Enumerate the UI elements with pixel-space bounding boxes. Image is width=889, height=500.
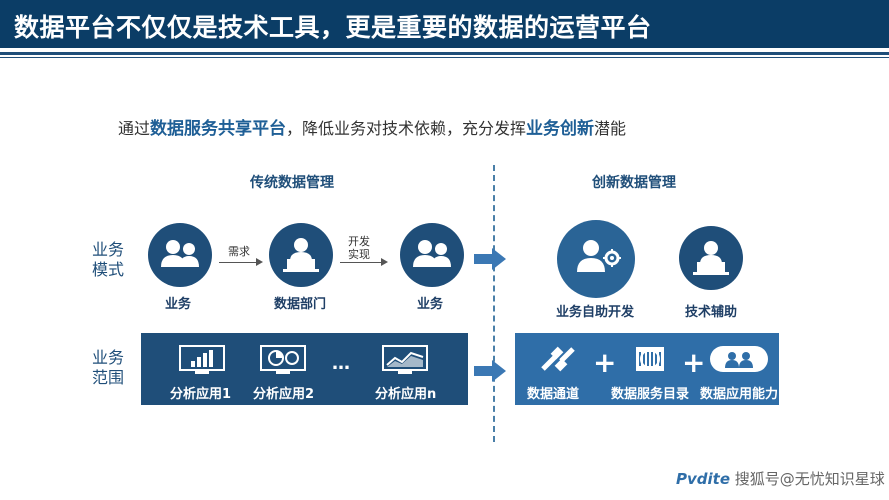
page-title: 数据平台不仅仅是技术工具，更是重要的数据的运营平台 <box>14 13 652 42</box>
arrow-dev-head <box>381 258 388 266</box>
row-label-scope: 业务 范围 <box>92 348 125 387</box>
arrow-label-dev: 开发 实现 <box>348 235 370 261</box>
users-icon <box>148 223 212 287</box>
plus-sign-2: + <box>682 346 706 379</box>
catalog-icon <box>636 347 664 371</box>
watermark-brand: Pvdite <box>676 470 730 488</box>
node-label-business-2: 业务 <box>417 297 444 312</box>
scope-label-app-capability: 数据应用能力 <box>700 387 779 402</box>
cable-icon <box>541 346 575 372</box>
innovative-title: 创新数据管理 <box>592 175 676 191</box>
title-bar: 数据平台不仅仅是技术工具，更是重要的数据的运营平台 <box>0 0 889 48</box>
scope-label-app1: 分析应用1 <box>170 387 232 402</box>
node-label-tech-support: 技术辅助 <box>685 305 738 320</box>
innovative-scope-box: + + 数据通道 数据服务目录 数据应用能力 <box>515 333 779 405</box>
transition-arrow-scope <box>474 360 506 382</box>
subtitle: 通过数据服务共享平台，降低业务对技术依赖，充分发挥业务创新潜能 <box>118 114 626 139</box>
subtitle-part1: 通过 <box>118 119 151 138</box>
watermark-text: 搜狐号@无忧知识星球 <box>734 470 885 488</box>
traditional-title: 传统数据管理 <box>250 175 334 191</box>
user-laptop-icon <box>269 223 333 287</box>
pie-chart-monitor-icon <box>260 345 306 374</box>
row-label-mode: 业务 模式 <box>92 240 125 279</box>
node-label-self-service: 业务自助开发 <box>556 305 635 320</box>
scope-label-app2: 分析应用2 <box>253 387 315 402</box>
subtitle-highlight-innovation: 业务创新 <box>526 119 595 139</box>
title-divider-thin <box>0 57 889 58</box>
section-divider <box>493 165 495 442</box>
user-gear-icon <box>557 220 635 298</box>
line-chart-monitor-icon <box>382 345 428 374</box>
plus-sign-1: + <box>593 346 617 379</box>
traditional-scope-box: … 分析应用1 分析应用2 分析应用n <box>141 333 468 405</box>
users-icon <box>400 223 464 287</box>
node-label-business-1: 业务 <box>165 297 192 312</box>
node-label-data-dept: 数据部门 <box>274 297 327 312</box>
arrow-demand <box>219 262 257 263</box>
scope-label-service-catalog: 数据服务目录 <box>611 387 690 402</box>
subtitle-part2: ，降低业务对技术依赖，充分发挥 <box>286 119 527 138</box>
ellipsis: … <box>332 353 351 374</box>
user-laptop-icon <box>679 226 743 290</box>
arrow-dev <box>340 262 382 263</box>
watermark: Pvdite 搜狐号@无忧知识星球 <box>676 468 885 489</box>
group-icon <box>710 346 768 372</box>
subtitle-highlight-platform: 数据服务共享平台 <box>150 119 287 139</box>
arrow-label-demand: 需求 <box>228 245 250 258</box>
title-divider <box>0 52 889 55</box>
subtitle-part3: 潜能 <box>594 119 627 138</box>
scope-label-data-channel: 数据通道 <box>527 387 580 402</box>
scope-label-appn: 分析应用n <box>375 387 437 402</box>
transition-arrow-mode <box>474 248 506 270</box>
arrow-demand-head <box>256 258 263 266</box>
bar-chart-monitor-icon <box>179 345 225 374</box>
